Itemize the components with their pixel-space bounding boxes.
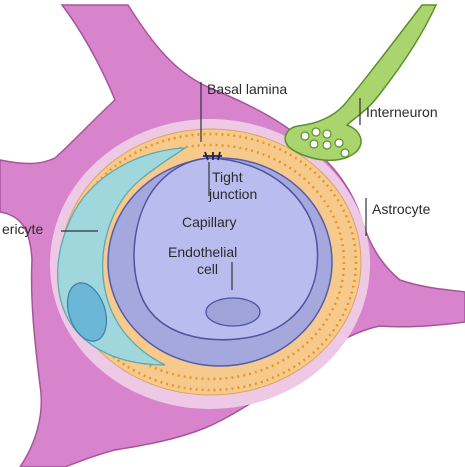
label-interneuron: Interneuron	[366, 104, 438, 120]
label-cell: cell	[197, 261, 218, 277]
label-basal-lamina: Basal lamina	[207, 81, 287, 97]
label-pericyte: ericyte	[2, 221, 43, 237]
label-astrocyte: Astrocyte	[372, 201, 431, 217]
label-junction: junction	[208, 186, 257, 202]
label-endothelial: Endothelial	[168, 244, 237, 260]
label-tight: Tight	[212, 169, 243, 185]
endothelial-nucleus	[206, 298, 260, 326]
label-capillary: Capillary	[182, 214, 236, 230]
